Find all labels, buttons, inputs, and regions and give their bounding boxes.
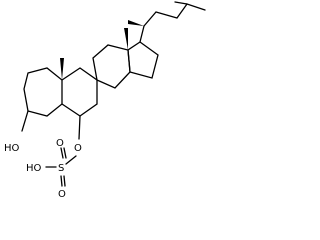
sulfate-oxygen-upper-label: O: [56, 138, 64, 149]
methyl-c13: [124, 28, 128, 50]
sulfur-label: S: [58, 163, 64, 174]
chemical-structure: HO O S O O HO: [4, 1, 206, 199]
side-chain-c17-bond: [139, 25, 145, 43]
side-chain: [128, 1, 206, 43]
hydroxyl-label: HO: [4, 143, 20, 154]
methyl-c20: [128, 20, 144, 26]
ester-oxygen-label: O: [74, 143, 82, 154]
ring-b: [61, 67, 98, 117]
sulfate-group: O S O O HO: [26, 115, 82, 199]
ring-a: [23, 67, 63, 117]
sulfate-oxygen-lower-label: O: [58, 189, 66, 199]
ring-d: [127, 41, 159, 79]
ring-c: [92, 44, 131, 89]
ester-bond: [78, 115, 81, 140]
hydroxyl-group: HO: [4, 110, 29, 154]
methyl-c10: [60, 58, 64, 80]
sulfate-hydroxyl-label: HO: [26, 163, 42, 174]
